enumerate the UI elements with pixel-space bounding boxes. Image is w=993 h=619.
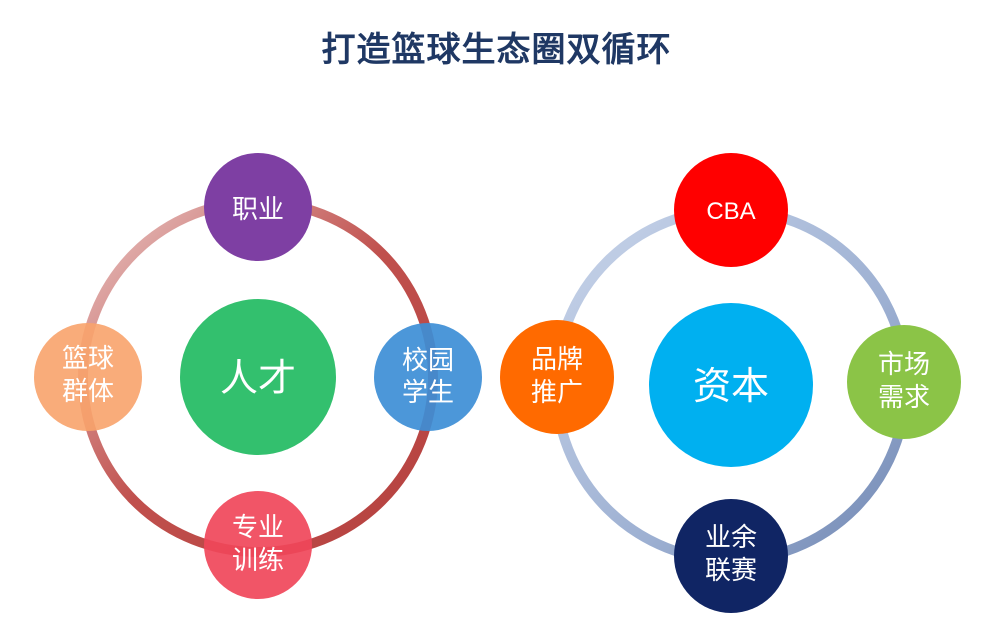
node-brand-circle	[500, 320, 614, 434]
node-cba-label: CBA	[706, 198, 755, 225]
right-center-circle	[649, 303, 813, 467]
node-campus-circle	[374, 323, 482, 431]
node-group: 篮球 群体	[34, 323, 142, 431]
node-cba: CBA	[674, 153, 788, 267]
node-training-circle	[204, 491, 312, 599]
node-amateur-circle	[674, 499, 788, 613]
right-center-label: 资本	[693, 364, 769, 408]
page-title: 打造篮球生态圈双循环	[321, 30, 672, 70]
node-amateur-label-2: 联赛	[705, 556, 757, 586]
node-campus: 校园 学生	[374, 323, 482, 431]
left-center-circle	[180, 299, 336, 455]
node-group-circle	[34, 323, 142, 431]
node-campus-label-1: 校园	[402, 346, 454, 376]
node-amateur: 业余 联赛	[674, 499, 788, 613]
node-brand: 品牌 推广	[500, 320, 614, 434]
node-amateur-label-1: 业余	[705, 523, 757, 553]
right-center-node: 资本	[649, 303, 813, 467]
node-brand-label-2: 推广	[531, 378, 583, 408]
left-center-node: 人才	[180, 299, 336, 455]
node-market-circle	[847, 325, 961, 439]
right-cycle: 资本 CBA 市场 需求 业余 联赛 品牌 推广	[500, 153, 961, 613]
node-market-label-1: 市场	[878, 350, 930, 380]
node-pro: 职业	[204, 153, 312, 261]
node-market-label-2: 需求	[878, 383, 930, 413]
node-market: 市场 需求	[847, 325, 961, 439]
node-campus-label-2: 学生	[402, 378, 454, 408]
node-brand-label-1: 品牌	[531, 345, 583, 375]
node-pro-circle	[204, 153, 312, 261]
node-training-label-2: 训练	[232, 546, 284, 576]
node-training: 专业 训练	[204, 491, 312, 599]
node-group-label-1: 篮球	[62, 344, 114, 374]
node-cba-circle	[674, 153, 788, 267]
left-center-label: 人才	[220, 356, 296, 400]
node-training-label-1: 专业	[232, 513, 284, 543]
left-cycle: 人才 职业 校园 学生 专业 训练 篮球 群体	[34, 153, 482, 599]
node-pro-label: 职业	[232, 195, 284, 225]
node-group-label-2: 群体	[62, 377, 114, 407]
